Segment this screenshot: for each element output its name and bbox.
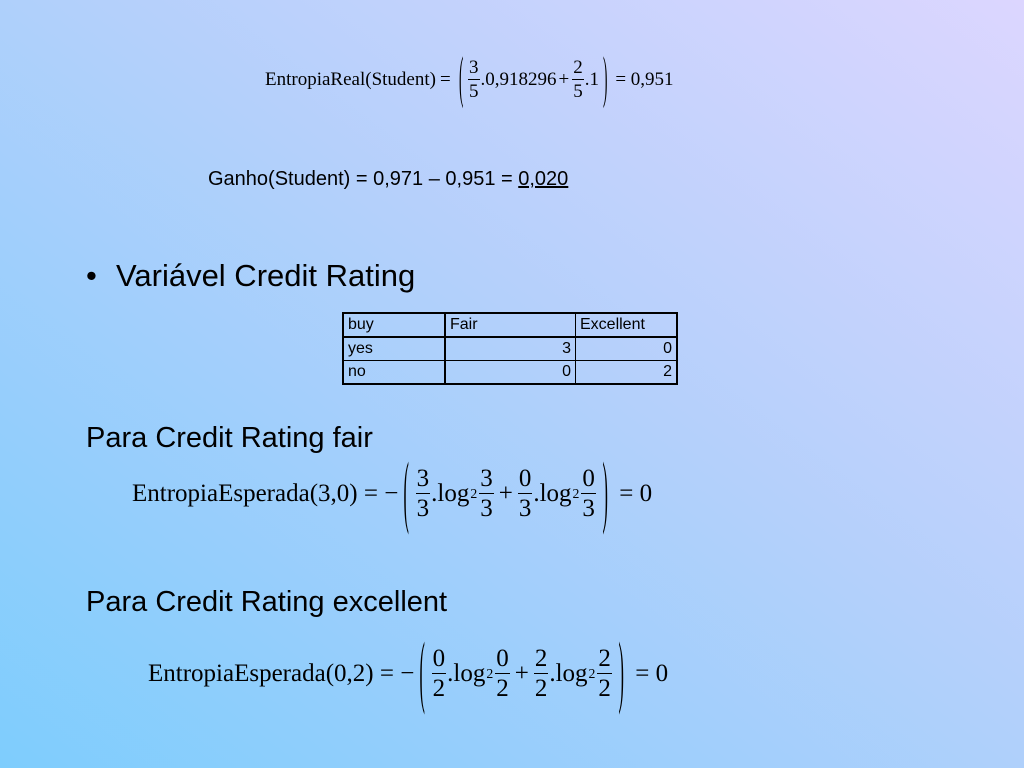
eq2-fraction-1: 3 3: [415, 465, 431, 522]
table-header-cell: Excellent: [575, 312, 678, 338]
eq1-lhs: EntropiaReal(Student): [265, 68, 436, 90]
eq2-f3-denominator: 3: [518, 495, 532, 522]
eq1-f1-bar: [468, 79, 480, 80]
eq1-rhs: = 0,951: [615, 68, 674, 90]
eq2-f3-bar: [517, 493, 533, 494]
ganho-result: 0,020: [518, 168, 569, 190]
eq2-log-2: .log: [533, 479, 572, 507]
eq3-log-2: .log: [549, 659, 588, 687]
eq2-f1-denominator: 3: [416, 495, 430, 522]
eq2-f2-bar: [479, 493, 494, 494]
eq3-f4-bar: [597, 673, 612, 674]
eq2-fraction-2: 3 3: [479, 466, 494, 521]
table-header-row: buy Fair Excellent: [342, 312, 678, 338]
eq2-f1-numerator: 3: [416, 465, 430, 492]
eq3-right-paren: ): [618, 630, 624, 717]
bullet-text: Variável Credit Rating: [116, 258, 416, 293]
bullet-credit-rating: • Variável Credit Rating: [86, 258, 415, 294]
eq1-fraction-1: 3 5: [468, 58, 480, 101]
eq3-plus: +: [514, 659, 529, 687]
table-cell: no: [342, 360, 446, 385]
eq1-f2-denominator: 5: [573, 81, 583, 102]
eq2-log-base-2: 2: [572, 485, 580, 501]
section-title-excellent: Para Credit Rating excellent: [86, 586, 448, 618]
eq2-f1-bar: [415, 493, 431, 494]
eq1-right-paren: ): [602, 48, 608, 111]
ganho-student-line: Ganho(Student) = 0,971 – 0,951 = 0,020: [208, 168, 568, 191]
eq3-log-base-2: 2: [588, 665, 596, 681]
eq2-f2-numerator: 3: [480, 465, 493, 492]
table-row: no 0 2: [342, 360, 678, 385]
eq3-f2-denominator: 2: [496, 675, 509, 702]
eq3-f3-numerator: 2: [534, 645, 548, 672]
eq1-f2-numerator: 2: [573, 57, 583, 78]
eq3-f4-numerator: 2: [598, 645, 611, 672]
eq1-f1-numerator: 3: [469, 57, 479, 78]
table-cell: 3: [444, 336, 576, 361]
table-header-cell: Fair: [444, 312, 576, 338]
credit-rating-table: buy Fair Excellent yes 3 0 no 0 2: [342, 312, 678, 385]
eq3-f1-bar: [431, 673, 447, 674]
eq1-equals: =: [439, 68, 451, 90]
eq2-lhs: EntropiaEsperada(3,0) = −: [132, 479, 399, 507]
eq1-plus: +: [558, 68, 570, 90]
eq3-fraction-2: 0 2: [495, 646, 510, 701]
table-cell: yes: [342, 336, 446, 361]
eq2-f4-bar: [581, 493, 596, 494]
eq2-f4-numerator: 0: [582, 465, 595, 492]
eq3-f3-bar: [533, 673, 549, 674]
eq2-right-paren: ): [602, 450, 608, 537]
eq3-f1-numerator: 0: [432, 645, 446, 672]
eq3-fraction-4: 2 2: [597, 646, 612, 701]
entropia-real-student-equation: EntropiaReal(Student) = ( 3 5 .0,918296 …: [265, 51, 674, 108]
section-title-fair: Para Credit Rating fair: [86, 422, 373, 454]
eq1-fraction-2: 2 5: [572, 58, 584, 101]
eq2-fraction-4: 0 3: [581, 466, 596, 521]
eq2-fraction-3: 0 3: [517, 465, 533, 522]
table-header-cell: buy: [342, 312, 446, 338]
eq1-left-paren: (: [458, 48, 464, 111]
eq3-fraction-1: 0 2: [431, 645, 447, 702]
eq2-f3-numerator: 0: [518, 465, 532, 492]
eq3-log-1: .log: [447, 659, 486, 687]
eq2-log-base-1: 2: [470, 485, 478, 501]
eq2-log-1: .log: [431, 479, 470, 507]
eq3-f1-denominator: 2: [432, 675, 446, 702]
eq3-f3-denominator: 2: [534, 675, 548, 702]
eq3-log-base-1: 2: [486, 665, 494, 681]
eq3-lhs: EntropiaEsperada(0,2) = −: [148, 659, 415, 687]
eq1-term-1: .0,918296: [480, 68, 557, 90]
eq3-f2-bar: [495, 673, 510, 674]
eq3-f4-denominator: 2: [598, 675, 611, 702]
bullet-dot: •: [86, 258, 97, 293]
table-cell: 0: [575, 336, 678, 361]
eq3-left-paren: (: [419, 630, 426, 717]
eq1-f2-bar: [572, 79, 584, 80]
eq2-plus: +: [498, 479, 513, 507]
eq2-left-paren: (: [403, 450, 410, 537]
eq3-rhs: = 0: [635, 659, 669, 687]
eq3-fraction-3: 2 2: [533, 645, 549, 702]
table-row: yes 3 0: [342, 336, 678, 361]
table-cell: 0: [444, 360, 576, 385]
table-cell: 2: [575, 360, 678, 385]
ganho-text: Ganho(Student) = 0,971 – 0,951 =: [208, 168, 519, 190]
eq3-f2-numerator: 0: [496, 645, 509, 672]
eq1-f1-denominator: 5: [469, 81, 479, 102]
eq2-f2-denominator: 3: [480, 495, 493, 522]
eq2-f4-denominator: 3: [582, 495, 595, 522]
eq1-term-2: .1: [584, 68, 599, 90]
eq2-rhs: = 0: [619, 479, 653, 507]
